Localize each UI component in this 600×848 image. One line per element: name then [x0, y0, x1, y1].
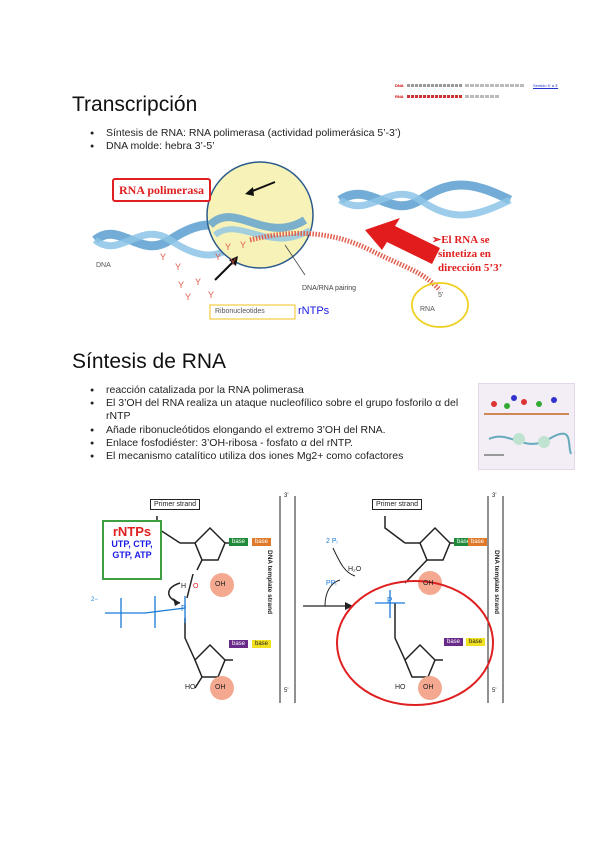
h-label: H — [181, 583, 187, 590]
base-tag-purple: base — [229, 640, 249, 648]
primer-strand-left: Primer strand — [150, 499, 201, 510]
oh-label: OH — [423, 580, 434, 587]
base-tag-green: base — [229, 538, 249, 546]
base-tag-orange: base — [468, 538, 488, 546]
ho-label: HO — [395, 684, 406, 691]
dna-label: DNA — [96, 262, 111, 269]
base-tag-orange: base — [252, 538, 272, 546]
section2-bullets: reacción catalizada por la RNA polimeras… — [88, 384, 473, 463]
rntps-title: rNTPs — [112, 524, 152, 539]
polymerase-mechanism-thumbnail — [478, 383, 575, 470]
rna-end-circle — [411, 282, 469, 328]
right-backbone — [384, 516, 460, 678]
legend-dna-notes — [465, 84, 525, 87]
ribonucleotides-label: Ribonucleotides — [215, 308, 265, 315]
template-strand-left: DNA template strand — [266, 550, 273, 615]
three-prime-label: 3' — [492, 493, 497, 499]
section-title-transcripcion: Transcripción — [72, 93, 198, 116]
svg-text:Y: Y — [225, 242, 231, 252]
primer-strand-right: Primer strand — [372, 499, 423, 510]
legend-rna-sequence — [407, 95, 462, 98]
transcription-figure: Y Y Y Y Y Y Y Y Y Y — [92, 161, 513, 328]
polymerase-label: RNA polimerasa — [119, 183, 204, 197]
legend-box: DNA RNA Sentido 5' a 3' — [395, 83, 575, 105]
water-label: H₂O — [348, 566, 362, 573]
pairing-label: DNA/RNA pairing — [302, 285, 357, 292]
bullet-item: Añade ribonucleótidos elongando el extre… — [88, 424, 473, 437]
synthesis-note-line: dirección 5’3’ — [438, 262, 503, 274]
rntps-line: GTP, ATP — [112, 550, 152, 560]
bullet-item: DNA molde: hebra 3’-5’ — [88, 140, 528, 153]
five-prime-label: 5' — [492, 688, 497, 694]
new-bond-highlight — [336, 580, 494, 706]
legend-rna-notes — [465, 95, 500, 98]
ribonucleotides-box — [209, 304, 296, 320]
legend-rna-tag: RNA — [395, 94, 404, 99]
ho-label: HO — [185, 684, 196, 691]
o-label: O — [193, 583, 199, 590]
svg-text:Y: Y — [160, 252, 166, 262]
bullet-item: Síntesis de RNA: RNA polimerasa (activid… — [88, 127, 528, 140]
svg-text:Y: Y — [185, 292, 191, 302]
rna-strand — [249, 230, 442, 292]
bullet-item: El 3’OH del RNA realiza un ataque nucleo… — [88, 397, 473, 423]
svg-text:Y: Y — [230, 257, 236, 267]
direction-arrow — [249, 181, 276, 193]
oh-label: OH — [215, 581, 226, 588]
synthesis-note: ➢El RNA se sintetiza en dirección 5’3’ — [432, 233, 502, 275]
legend-dna-tag: DNA — [395, 83, 404, 88]
left-backbone — [156, 516, 233, 689]
svg-text:Y: Y — [215, 252, 221, 262]
charge-label: 2− — [91, 597, 98, 603]
template-strand-right: DNA template strand — [493, 550, 500, 615]
svg-text:Y: Y — [240, 240, 246, 250]
mechanism-figure — [105, 496, 504, 706]
base-tag-yellow: base — [252, 640, 272, 648]
five-prime-label: 5' — [284, 688, 289, 694]
polymerase-label-box: RNA polimerasa — [112, 178, 211, 202]
bullet-item: El mecanismo catalítico utiliza dos ione… — [88, 450, 473, 463]
base-tag-yellow: base — [466, 638, 486, 646]
polymerase-bubble — [206, 161, 314, 269]
rntps-line: UTP, CTP, — [111, 539, 153, 549]
legend-link[interactable]: Sentido 5' a 3' — [533, 83, 559, 88]
section1-bullets: Síntesis de RNA: RNA polimerasa (activid… — [88, 127, 528, 154]
svg-text:Y: Y — [195, 277, 201, 287]
synthesis-direction-arrow — [365, 218, 440, 264]
bullet-item: Enlace fosfodiéster: 3’OH-ribosa - fosfa… — [88, 437, 473, 450]
svg-text:Y: Y — [208, 290, 214, 300]
rntps-label: rNTPs — [298, 305, 330, 317]
triphosphate — [105, 596, 186, 628]
base-tag-green: base — [454, 538, 474, 546]
five-prime-label: 5' — [438, 292, 444, 299]
ribonucleotides: Y Y Y Y Y Y Y Y Y Y — [160, 240, 246, 302]
svg-text:Y: Y — [178, 280, 184, 290]
p-label: P — [181, 604, 187, 613]
oh-label: OH — [423, 684, 434, 691]
three-prime-label: 3' — [284, 493, 289, 499]
two-pi-label: 2 Pᵢ — [326, 538, 338, 545]
p-label: P — [387, 596, 393, 605]
section-title-sintesis: Síntesis de RNA — [72, 350, 227, 373]
synthesis-note-line: ➢El RNA se — [432, 234, 490, 246]
thumbnail-graphic — [484, 395, 572, 456]
base-tag-purple: base — [444, 638, 464, 646]
rntps-box: rNTPs UTP, CTP, GTP, ATP — [102, 520, 162, 580]
bullet-item: reacción catalizada por la RNA polimeras… — [88, 384, 473, 397]
synthesis-note-line: sintetiza en — [438, 248, 491, 260]
legend-dna-sequence — [407, 84, 462, 87]
svg-text:Y: Y — [175, 262, 181, 272]
oh-label: OH — [215, 684, 226, 691]
rna-label: RNA — [420, 306, 435, 313]
ppi-label: PPᵢ — [326, 580, 337, 587]
